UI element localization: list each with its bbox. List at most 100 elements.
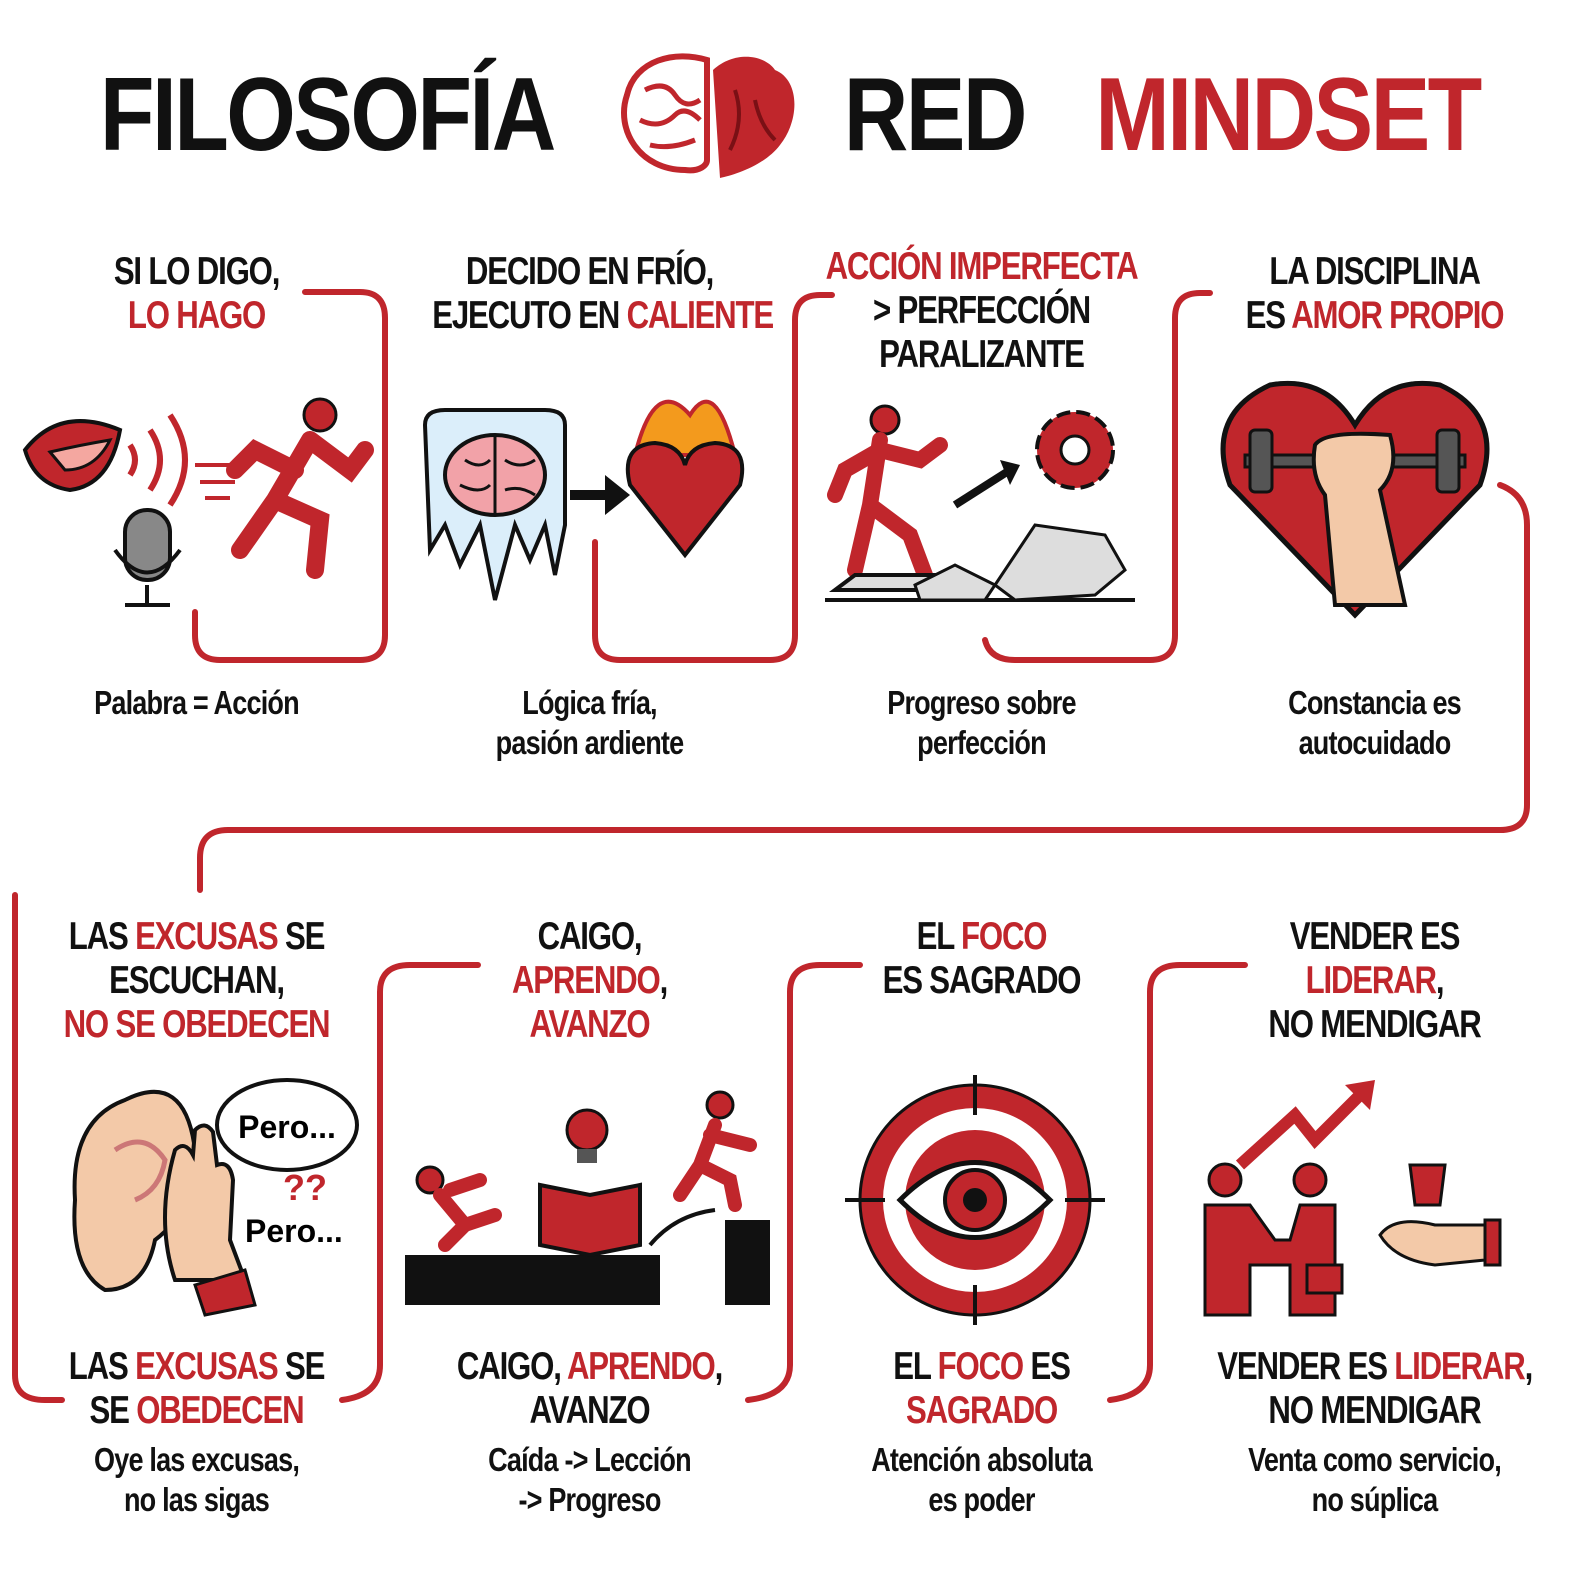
card-heading-line: CAIGO, [432, 915, 746, 959]
title-word-red: RED [843, 56, 1028, 173]
card-heading-line: ES AMOR PROPIO [1217, 294, 1531, 338]
card-subheading: VENDER ES LIDERAR,NO MENDIGAR [1178, 1345, 1571, 1433]
card-heading-line: LIDERAR, [1217, 959, 1531, 1003]
target-eye-icon [845, 1075, 1105, 1325]
card-subheading-line: NO MENDIGAR [1217, 1389, 1531, 1433]
heading-text: > PERFECCIÓN [872, 289, 1091, 332]
heading-text: SI LO DIGO, [113, 250, 281, 293]
card-subheading-line: AVANZO [432, 1389, 746, 1433]
heading-text: PARALIZANTE [879, 333, 1085, 376]
card-caption-line: Lógica fría, [522, 684, 657, 721]
bubble-text-2: Pero... [245, 1213, 343, 1249]
card-subheading-line: SE OBEDECEN [39, 1389, 353, 1433]
card-heading-line: DECIDO EN FRÍO, [432, 250, 746, 294]
highlight-text: FOCO [937, 1345, 1025, 1388]
highlight-text: OBEDECEN [136, 1389, 304, 1432]
card-heading-line: APRENDO, [432, 959, 746, 1003]
card-heading-line: NO MENDIGAR [1217, 1003, 1531, 1047]
highlight-text: LO HAGO [127, 294, 266, 337]
heading-text: VENDER ES [1289, 915, 1461, 958]
heading-text: NO MENDIGAR [1268, 1389, 1481, 1432]
card-heading-line: VENDER ES [1217, 915, 1531, 959]
highlight-text: NO SE OBEDECEN [63, 1003, 331, 1046]
card-caption-line: autocuidado [1298, 724, 1452, 761]
card-caption: Palabra = Acción [0, 683, 393, 723]
card-caption-line: Atención absoluta [871, 1441, 1092, 1478]
card-heading-line: EL FOCO [824, 915, 1138, 959]
card-caption-line: es poder [928, 1481, 1035, 1518]
card-heading-line: PARALIZANTE [824, 333, 1138, 377]
card-heading-line: ACCIÓN IMPERFECTA [824, 245, 1139, 289]
card-caption-line: Progreso sobre [887, 684, 1076, 721]
heading-text: VENDER ES [1217, 1345, 1395, 1388]
title-word-filosofia: FILOSOFÍA [100, 56, 556, 173]
card-caption: Caída -> Lección-> Progreso [393, 1440, 786, 1520]
card-caption-line: Constancia es [1288, 684, 1462, 721]
heart-dumbbell-icon [1220, 380, 1490, 619]
card-caption-line: pasión ardiente [495, 724, 685, 761]
card-heading: DECIDO EN FRÍO,EJECUTO EN CALIENTE [393, 250, 786, 338]
heading-text: CAIGO, [456, 1345, 567, 1388]
card-caption-line: perfección [917, 724, 1046, 761]
card-heading-line: LO HAGO [39, 294, 353, 338]
heading-text: EL [916, 915, 962, 958]
heading-text: DECIDO EN FRÍO, [465, 250, 714, 293]
card-caption-line: no las sigas [123, 1481, 270, 1518]
card-heading-line: AVANZO [432, 1003, 746, 1047]
highlight-text: LIDERAR [1305, 959, 1437, 1002]
highlight-text: APRENDO [511, 959, 661, 1002]
heading-text: , [714, 1345, 724, 1388]
card-heading-line: LA DISCIPLINA [1217, 250, 1531, 294]
heading-text: EJECUTO EN [432, 294, 627, 337]
card-heading-line: LAS EXCUSAS SE [39, 915, 353, 959]
card-caption: Lógica fría,pasión ardiente [393, 683, 786, 763]
card-subheading-line: VENDER ES LIDERAR, [1217, 1345, 1533, 1389]
card-caption: Oye las excusas,no las sigas [0, 1440, 393, 1520]
question-marks: ?? [283, 1167, 327, 1208]
card-caption-line: -> Progreso [518, 1481, 661, 1518]
card-heading: SI LO DIGO,LO HAGO [0, 250, 393, 338]
card-subheading-line: CAIGO, APRENDO, [432, 1345, 746, 1389]
card-heading-line: EJECUTO EN CALIENTE [432, 294, 774, 338]
heading-text: EL [893, 1345, 938, 1388]
heading-text: SE [89, 1389, 137, 1432]
card-heading: CAIGO,APRENDO,AVANZO [393, 915, 786, 1047]
card-subheading-line: SAGRADO [824, 1389, 1138, 1433]
page-title: FILOSOFÍA RED MINDSET [0, 50, 1574, 180]
heading-text: CAIGO, [537, 915, 643, 958]
brain-heart-icon [621, 53, 795, 179]
walker-gear-broken-statue-icon [825, 404, 1135, 602]
handshake-growth-icon [1203, 1080, 1502, 1317]
card-caption: Venta como servicio,no súplica [1178, 1440, 1571, 1520]
card-heading-line: ESCUCHAN, [39, 959, 353, 1003]
card-caption-line: Caída -> Lección [488, 1441, 692, 1478]
card-heading-line: ES SAGRADO [824, 959, 1138, 1003]
title-word-mindset: MINDSET [1094, 56, 1482, 173]
heading-text: ESCUCHAN, [109, 959, 285, 1002]
card-caption-line: Palabra = Acción [94, 684, 300, 721]
card-subheading-line: EL FOCO ES [824, 1345, 1138, 1389]
card-caption-line: no súplica [1311, 1481, 1438, 1518]
mouth-speaking-runner-icon [22, 397, 374, 607]
highlight-text: CALIENTE [626, 294, 775, 337]
heading-text: ES SAGRADO [882, 959, 1082, 1002]
highlight-text: AMOR PROPIO [1291, 294, 1504, 337]
heading-text: , [1435, 959, 1445, 1002]
heading-text: NO MENDIGAR [1268, 1003, 1481, 1046]
fall-learn-advance-icon [405, 1090, 770, 1305]
heading-text: LAS [68, 1345, 136, 1388]
card-heading-line: NO SE OBEDECEN [39, 1003, 353, 1047]
highlight-text: LIDERAR [1394, 1345, 1525, 1388]
highlight-text: EXCUSAS [135, 915, 279, 958]
card-heading-line: SI LO DIGO, [39, 250, 353, 294]
card-caption-line: Oye las excusas, [93, 1441, 300, 1478]
